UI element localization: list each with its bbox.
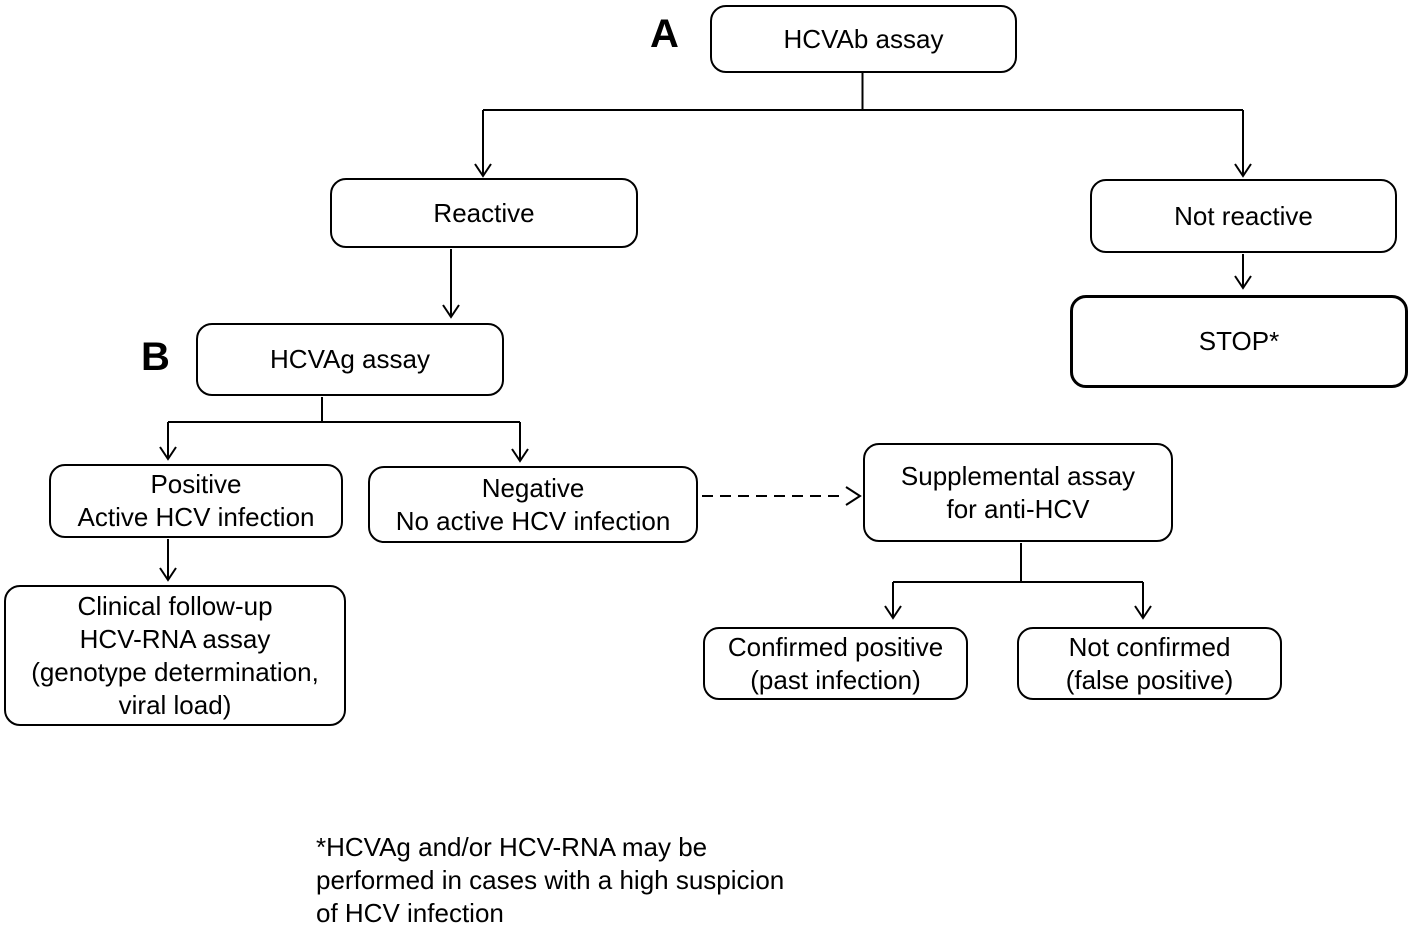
connector-hcvab-split xyxy=(483,73,1243,111)
footnote-line: *HCVAg and/or HCV-RNA may be xyxy=(316,832,708,862)
arrow-split-to-negative xyxy=(511,422,529,463)
node-supplemental-assay: Supplemental assay for anti-HCV xyxy=(863,443,1173,542)
arrow-positive-to-clinical xyxy=(159,539,177,582)
node-positive-active-infection: Positive Active HCV infection xyxy=(49,464,343,538)
node-label-line: Active HCV infection xyxy=(77,502,315,532)
arrow-split-to-reactive xyxy=(474,110,492,178)
node-clinical-followup: Clinical follow-up HCV-RNA assay (genoty… xyxy=(4,585,346,726)
connector-supplemental-split xyxy=(893,543,1143,583)
node-label-line: (false positive) xyxy=(1065,664,1234,695)
node-label-line: Negative xyxy=(481,472,585,503)
arrow-not-reactive-to-stop xyxy=(1234,254,1252,290)
arrow-negative-to-supplemental-dashed xyxy=(702,486,862,506)
node-label-line: Not confirmed xyxy=(1068,631,1231,662)
node-label-line: Positive xyxy=(150,469,242,499)
footnote-line: performed in cases with a high suspicion xyxy=(316,865,785,895)
arrow-split-to-not-confirmed xyxy=(1134,582,1152,620)
node-label-line: Clinical follow-up xyxy=(77,590,273,621)
arrow-reactive-to-hcvag xyxy=(442,249,460,319)
node-label-line: STOP* xyxy=(1198,326,1280,356)
node-label-line: Not reactive xyxy=(1174,200,1313,231)
node-label-line: HCVAb assay xyxy=(783,23,944,54)
arrow-split-to-positive xyxy=(159,422,177,461)
node-not-confirmed: Not confirmed (false positive) xyxy=(1017,627,1282,700)
footnote-line: of HCV infection xyxy=(316,898,504,927)
footnote: *HCVAg and/or HCV-RNA may be performed i… xyxy=(316,831,784,927)
node-stop: STOP* xyxy=(1070,295,1408,388)
node-label-line: viral load) xyxy=(118,689,232,720)
node-hcvab-assay: HCVAb assay xyxy=(710,5,1017,73)
connector-hcvag-split xyxy=(168,397,520,423)
node-hcvag-assay: HCVAg assay xyxy=(196,323,504,396)
node-negative-no-active-infection: Negative No active HCV infection xyxy=(368,466,698,543)
node-label-line: HCV-RNA assay xyxy=(79,623,271,654)
panel-label-b: B xyxy=(141,335,170,379)
node-label-line: No active HCV infection xyxy=(395,505,671,536)
node-label-line: (past infection) xyxy=(750,664,921,695)
node-not-reactive: Not reactive xyxy=(1090,179,1397,253)
arrow-split-to-confirmed-positive xyxy=(884,582,902,620)
node-reactive: Reactive xyxy=(330,178,638,248)
arrow-split-to-not-reactive xyxy=(1234,110,1252,178)
node-label-line: Supplemental assay xyxy=(900,460,1136,491)
node-label-line: for anti-HCV xyxy=(946,493,1090,524)
node-label-line: HCVAg assay xyxy=(270,344,430,374)
node-label-line: Confirmed positive xyxy=(727,631,944,662)
node-label-line: Reactive xyxy=(433,197,535,228)
panel-label-a: A xyxy=(650,12,679,56)
node-confirmed-positive: Confirmed positive (past infection) xyxy=(703,627,968,700)
node-label-line: (genotype determination, xyxy=(31,656,319,687)
